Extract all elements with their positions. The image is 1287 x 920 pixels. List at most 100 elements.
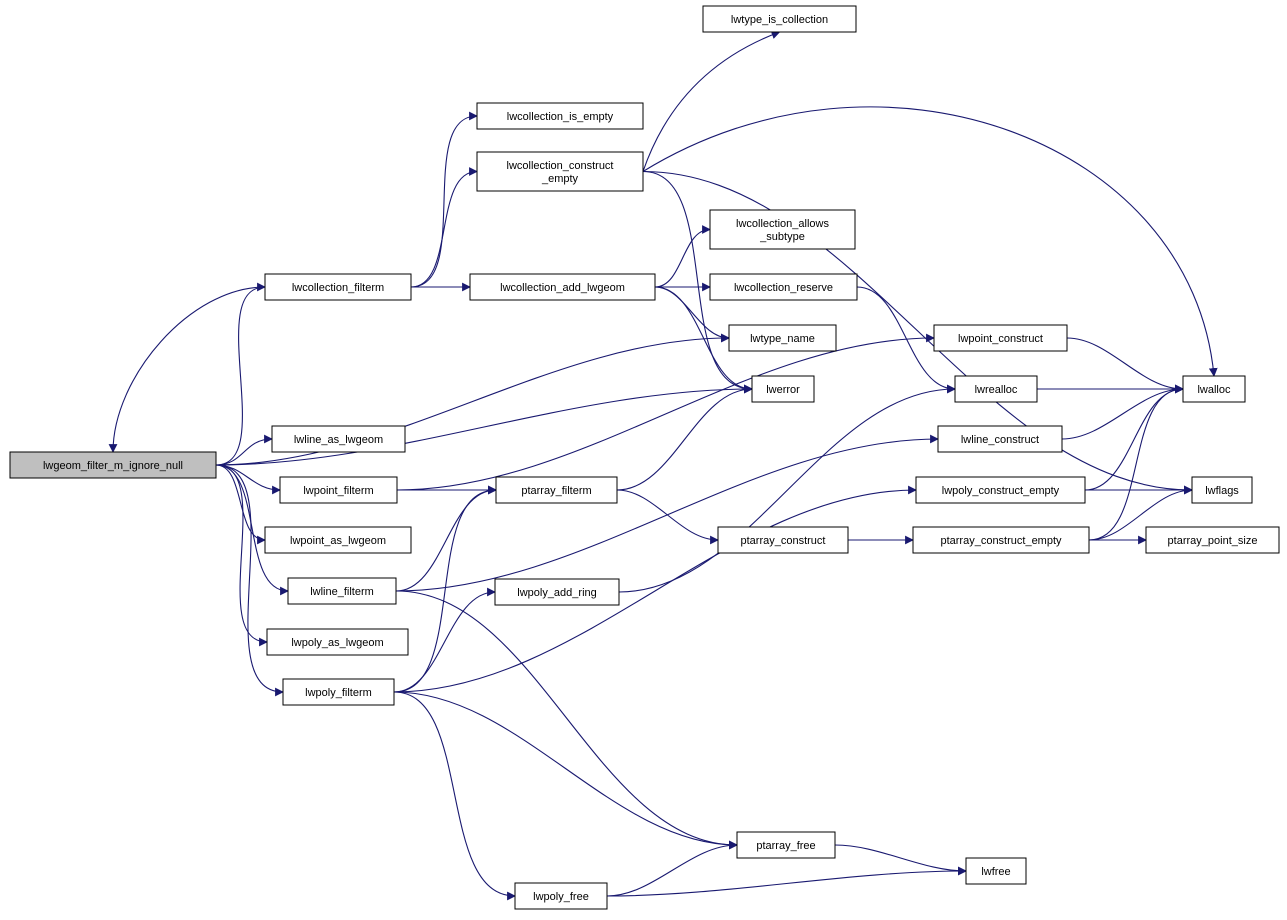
node-lwcollection_filterm[interactable]: lwcollection_filterm: [264, 273, 412, 301]
node-lwpoint_as_lwgeom[interactable]: lwpoint_as_lwgeom: [264, 526, 412, 554]
node-lwcollection_allows_subtype[interactable]: lwcollection_allows_subtype: [709, 209, 856, 250]
node-label: lwpoly_construct_empty: [942, 485, 1060, 497]
node-lwline_filterm[interactable]: lwline_filterm: [287, 577, 397, 605]
node-box[interactable]: [264, 526, 412, 554]
edge-lwpoly_filterm--lwpoly_construct_empty: [393, 485, 917, 693]
node-box[interactable]: [915, 476, 1086, 504]
node-box[interactable]: [954, 375, 1038, 403]
node-box[interactable]: [266, 628, 409, 656]
node-box[interactable]: [717, 526, 849, 554]
node-ptarray_free[interactable]: ptarray_free: [736, 831, 836, 859]
node-label: ptarray_filterm: [521, 485, 591, 497]
node-box[interactable]: [476, 102, 644, 130]
node-box[interactable]: [709, 273, 858, 301]
node-lwpoly_construct_empty[interactable]: lwpoly_construct_empty: [915, 476, 1086, 504]
node-box[interactable]: [751, 375, 815, 403]
node-box[interactable]: [494, 578, 620, 606]
node-lwgeom_filter_m_ignore_null[interactable]: lwgeom_filter_m_ignore_null: [9, 451, 217, 479]
node-box[interactable]: [495, 476, 618, 504]
node-box[interactable]: [476, 151, 644, 192]
node-box[interactable]: [1182, 375, 1246, 403]
node-label: lwpoint_as_lwgeom: [290, 535, 386, 547]
edge-lwcollection_reserve--lwrealloc: [856, 286, 956, 394]
edge-lwgeom_filter_m_ignore_null--lwpoly_filterm: [215, 464, 284, 697]
node-label: ptarray_free: [756, 840, 815, 852]
node-box[interactable]: [709, 209, 856, 250]
edge-lwpoly_filterm--lwpoly_add_ring: [393, 587, 496, 693]
node-lwtype_is_collection[interactable]: lwtype_is_collection: [702, 5, 857, 33]
node-label: ptarray_construct_empty: [940, 535, 1062, 547]
node-label: lwcollection_construct_empty: [507, 160, 614, 185]
node-lwfree[interactable]: lwfree: [965, 857, 1027, 885]
node-label: lwerror: [766, 384, 800, 396]
node-lwalloc[interactable]: lwalloc: [1182, 375, 1246, 403]
edge-lwcollection_add_lwgeom--lwcollection_allows_subtype: [654, 225, 711, 288]
node-box[interactable]: [9, 451, 217, 479]
node-box[interactable]: [937, 425, 1063, 453]
edge-lwpoly_filterm--ptarray_free: [393, 691, 738, 850]
node-box[interactable]: [271, 425, 406, 453]
edge-ptarray_free--lwfree: [834, 844, 967, 876]
node-lwpoly_add_ring[interactable]: lwpoly_add_ring: [494, 578, 620, 606]
node-label: lwpoly_free: [533, 891, 589, 903]
edge-lwcollection_construct_empty--lwtype_is_collection: [642, 30, 781, 172]
node-lwpoly_filterm[interactable]: lwpoly_filterm: [282, 678, 395, 706]
node-lwerror[interactable]: lwerror: [751, 375, 815, 403]
node-label: ptarray_construct: [741, 535, 826, 547]
node-box[interactable]: [702, 5, 857, 33]
node-label: lwpoly_as_lwgeom: [291, 637, 383, 649]
node-box[interactable]: [287, 577, 397, 605]
node-box[interactable]: [933, 324, 1068, 352]
node-label: lwline_construct: [961, 434, 1039, 446]
node-lwline_construct[interactable]: lwline_construct: [937, 425, 1063, 453]
node-box[interactable]: [469, 273, 656, 301]
node-label: lwcollection_add_lwgeom: [500, 282, 625, 294]
node-lwtype_name[interactable]: lwtype_name: [728, 324, 837, 352]
node-box[interactable]: [1191, 476, 1253, 504]
node-box[interactable]: [282, 678, 395, 706]
edge-lwpoint_filterm--lwpoint_construct: [396, 333, 935, 491]
node-label: lwline_filterm: [310, 586, 374, 598]
edge-lwgeom_filter_m_ignore_null--lwerror: [215, 384, 753, 466]
node-box[interactable]: [912, 526, 1090, 554]
node-ptarray_point_size[interactable]: ptarray_point_size: [1145, 526, 1280, 554]
node-lwpoly_as_lwgeom[interactable]: lwpoly_as_lwgeom: [266, 628, 409, 656]
node-label: lwline_as_lwgeom: [294, 434, 383, 446]
node-label: lwcollection_filterm: [292, 282, 384, 294]
edge-lwcollection_construct_empty--lwalloc: [642, 106, 1218, 377]
node-box[interactable]: [514, 882, 608, 910]
node-box[interactable]: [728, 324, 837, 352]
edge-ptarray_construct_empty--lwalloc: [1088, 384, 1184, 541]
node-lwflags[interactable]: lwflags: [1191, 476, 1253, 504]
edge-lwpoint_construct--lwalloc: [1066, 337, 1184, 394]
node-box[interactable]: [1145, 526, 1280, 554]
node-ptarray_construct_empty[interactable]: ptarray_construct_empty: [912, 526, 1090, 554]
edge-ptarray_filterm--lwerror: [616, 384, 753, 491]
edge-lwcollection_construct_empty--lwflags: [642, 170, 1193, 495]
node-lwpoly_free[interactable]: lwpoly_free: [514, 882, 608, 910]
node-ptarray_filterm[interactable]: ptarray_filterm: [495, 476, 618, 504]
node-lwcollection_construct_empty[interactable]: lwcollection_construct_empty: [476, 151, 644, 192]
node-lwpoint_filterm[interactable]: lwpoint_filterm: [279, 476, 398, 504]
edge-lwpoly_free--ptarray_free: [606, 840, 738, 897]
node-box[interactable]: [736, 831, 836, 859]
node-lwrealloc[interactable]: lwrealloc: [954, 375, 1038, 403]
edge-lwgeom_filter_m_ignore_null--lwcollection_filterm: [215, 282, 266, 466]
node-box[interactable]: [264, 273, 412, 301]
node-box[interactable]: [279, 476, 398, 504]
node-lwpoint_construct[interactable]: lwpoint_construct: [933, 324, 1068, 352]
node-lwline_as_lwgeom[interactable]: lwline_as_lwgeom: [271, 425, 406, 453]
node-box[interactable]: [965, 857, 1027, 885]
node-lwcollection_is_empty[interactable]: lwcollection_is_empty: [476, 102, 644, 130]
node-label: lwtype_name: [750, 333, 815, 345]
node-label: lwflags: [1205, 485, 1239, 497]
edge-lwcollection_filterm--lwgeom_filter_m_ignore_null: [108, 286, 266, 453]
edge-lwcollection_add_lwgeom--lwerror: [654, 286, 753, 394]
node-ptarray_construct[interactable]: ptarray_construct: [717, 526, 849, 554]
node-lwcollection_add_lwgeom[interactable]: lwcollection_add_lwgeom: [469, 273, 656, 301]
node-lwcollection_reserve[interactable]: lwcollection_reserve: [709, 273, 858, 301]
edge-lwpoly_free--lwfree: [606, 866, 967, 897]
node-label: lwtype_is_collection: [731, 14, 828, 26]
edge-lwgeom_filter_m_ignore_null--lwpoly_as_lwgeom: [215, 464, 268, 647]
